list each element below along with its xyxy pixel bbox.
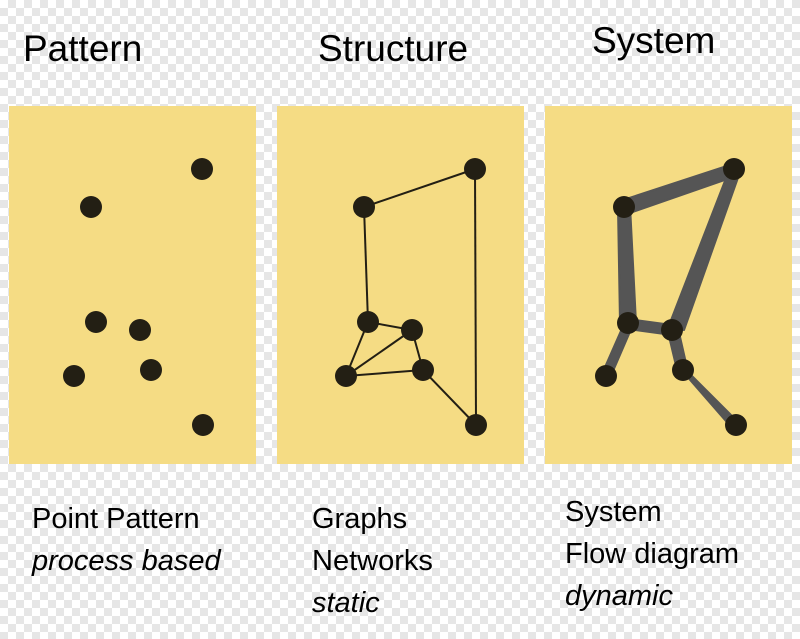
system-nodes: [595, 158, 747, 436]
edge: [345, 369, 424, 377]
edge: [363, 206, 369, 323]
node: [412, 359, 434, 381]
node: [85, 311, 107, 333]
caption-line: dynamic: [565, 580, 673, 612]
node: [672, 359, 694, 381]
system-caption: System Flow diagram dynamic: [565, 491, 739, 617]
flow: [617, 204, 637, 324]
node: [725, 414, 747, 436]
structure-caption: Graphs Networks static: [312, 498, 433, 624]
node: [661, 319, 683, 341]
caption-line: Graphs: [312, 503, 408, 535]
node: [353, 196, 375, 218]
node: [192, 414, 214, 436]
node: [129, 319, 151, 341]
pattern-nodes: [63, 158, 214, 436]
caption-line: Networks: [312, 545, 433, 577]
node: [464, 158, 486, 180]
node: [465, 414, 487, 436]
caption-line: process based: [32, 545, 221, 577]
node: [613, 196, 635, 218]
structure-nodes: [335, 158, 487, 436]
pattern-panel: [9, 106, 256, 464]
node: [401, 319, 423, 341]
pattern-caption: Point Pattern process based: [32, 498, 221, 582]
system-title: System: [592, 20, 716, 61]
edge: [474, 168, 477, 426]
node: [357, 311, 379, 333]
node: [63, 365, 85, 387]
node: [191, 158, 213, 180]
node: [80, 196, 102, 218]
caption-line: Point Pattern: [32, 503, 200, 535]
caption-line: System: [565, 496, 662, 528]
edge: [345, 329, 413, 377]
node: [723, 158, 745, 180]
edge: [363, 168, 476, 208]
node: [335, 365, 357, 387]
node: [617, 312, 639, 334]
structure-title: Structure: [318, 28, 469, 69]
node: [595, 365, 617, 387]
caption-line: static: [312, 587, 380, 619]
system-panel: [545, 106, 792, 464]
edge: [422, 369, 477, 426]
pattern-title: Pattern: [23, 28, 143, 69]
node: [140, 359, 162, 381]
caption-line: Flow diagram: [565, 538, 740, 570]
